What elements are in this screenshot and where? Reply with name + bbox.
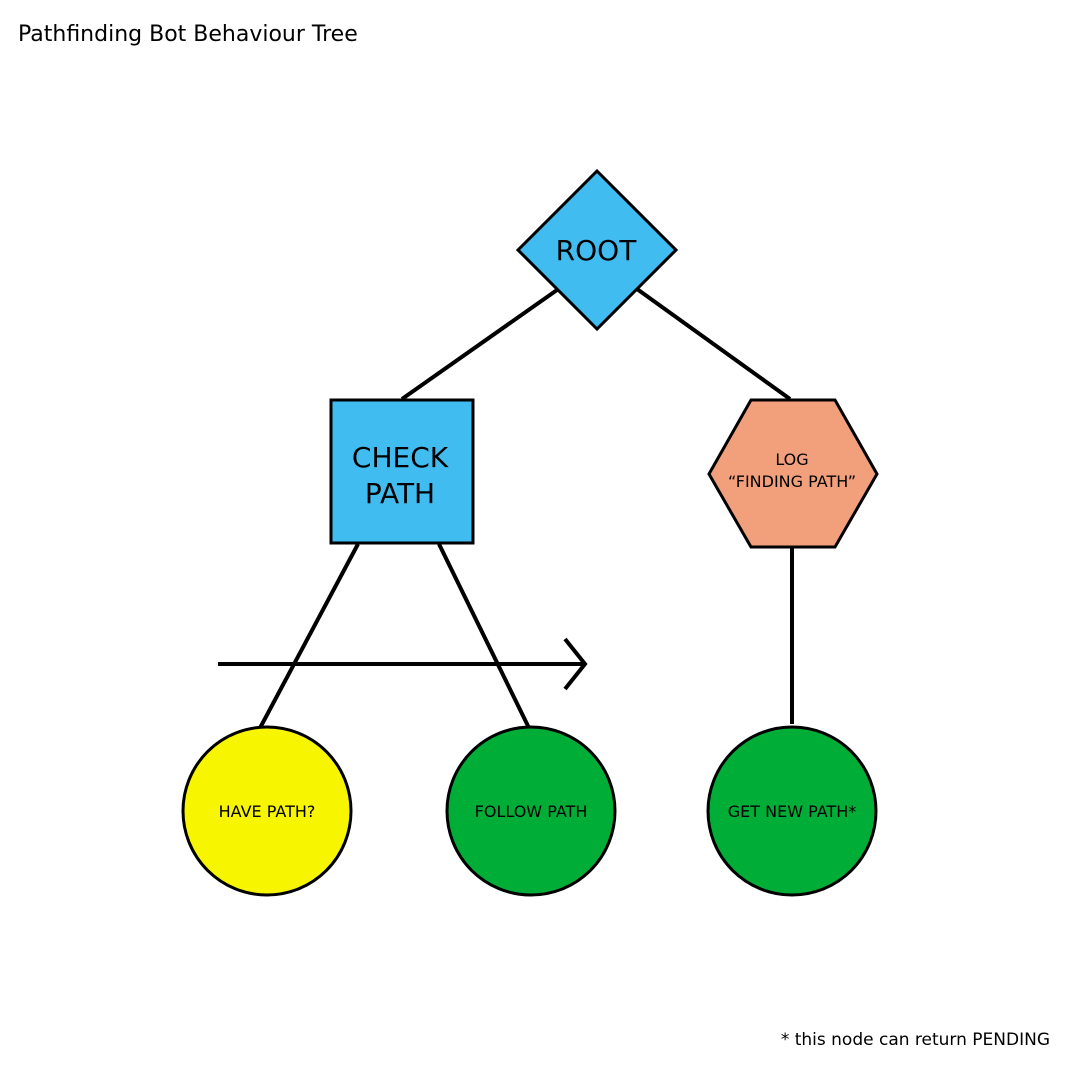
have-path-label: HAVE PATH? (219, 802, 316, 821)
edge-check-path-follow-path (437, 543, 531, 729)
have-path-node: HAVE PATH? (181, 725, 353, 897)
check-path-label-line2: PATH (365, 477, 435, 510)
log-label-line2: “FINDING PATH” (728, 472, 856, 491)
have-path-circle-shape (181, 725, 353, 897)
edge-root-check-path (400, 288, 559, 401)
footnote: * this node can return PENDING (780, 1030, 1050, 1050)
check-path-node: CHECK PATH (329, 398, 475, 545)
sequence-arrow (218, 637, 588, 691)
log-node: LOG “FINDING PATH” (707, 398, 879, 549)
log-label-line1: LOG (775, 450, 808, 469)
get-new-path-node: GET NEW PATH* (706, 725, 878, 897)
follow-path-label: FOLLOW PATH (475, 802, 588, 821)
check-path-label-line1: CHECK (352, 441, 449, 474)
page-title: Pathfinding Bot Behaviour Tree (18, 22, 358, 47)
edge-root-log (635, 287, 792, 401)
root-label: ROOT (556, 234, 638, 267)
follow-path-circle-shape (445, 725, 617, 897)
check-path-square-shape (329, 398, 475, 545)
root-diamond-shape (515, 168, 679, 332)
root-node: ROOT (515, 168, 679, 332)
follow-path-node: FOLLOW PATH (445, 725, 617, 897)
get-new-path-label: GET NEW PATH* (728, 802, 856, 821)
edge-check-path-have-path (258, 543, 360, 729)
get-new-path-circle-shape (706, 725, 878, 897)
log-hexagon-shape (707, 398, 879, 549)
